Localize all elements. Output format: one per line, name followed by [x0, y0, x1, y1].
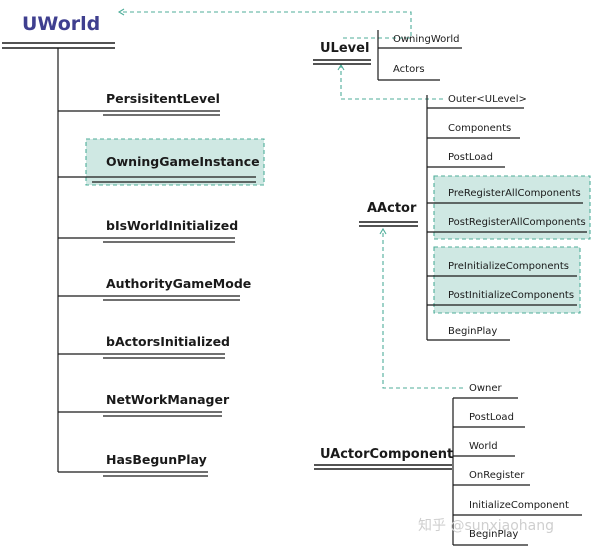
uactorcomponent-title: UActorComponent: [320, 447, 453, 462]
aactor-member-postload: PostLoad: [448, 152, 493, 163]
arrow-aactor-head: [379, 227, 387, 235]
highlight-register-components: [433, 175, 591, 240]
link-owner-to-aactor: [382, 230, 463, 389]
link-ulevel-to-uworld: [120, 11, 412, 39]
uworld-member-network-manager: NetWorkManager: [106, 392, 230, 407]
uworld-title: UWorld: [22, 13, 100, 35]
aactor-member-pre-register: PreRegisterAllComponents: [448, 188, 581, 199]
uworld-member-persisitent-level: PersisitentLevel: [106, 91, 220, 106]
aactor-member-post-initialize: PostInitializeComponents: [448, 290, 574, 301]
uactorcomponent-member-world: World: [469, 441, 498, 452]
uworld-member-bactors-initialized: bActorsInitialized: [106, 334, 230, 349]
uworld-member-owning-game-instance: OwningGameInstance: [106, 154, 260, 169]
uactorcomponent-member-initialize-component: InitializeComponent: [469, 500, 569, 511]
aactor-title: AActor: [367, 201, 417, 216]
aactor-member-pre-initialize: PreInitializeComponents: [448, 261, 569, 272]
uactorcomponent-member-onregister: OnRegister: [469, 470, 525, 481]
ulevel-member-owning-world: OwningWorld: [393, 34, 460, 45]
aactor-member-post-register: PostRegisterAllComponents: [448, 217, 586, 228]
ulevel-member-actors: Actors: [393, 64, 425, 75]
uactorcomponent-member-owner: Owner: [469, 383, 503, 394]
uworld-member-bis-world-initialized: bIsWorldInitialized: [106, 218, 238, 233]
uactorcomponent-member-postload: PostLoad: [469, 412, 514, 423]
aactor-member-components: Components: [448, 123, 511, 134]
arrow-ulevel-head: [337, 63, 345, 71]
uactorcomponent-member-beginplay: BeginPlay: [469, 529, 518, 540]
watermark-text: 知乎 @sunxiaohang: [418, 517, 554, 534]
ulevel-title: ULevel: [320, 41, 369, 56]
highlight-initialize-components: [433, 246, 581, 314]
arrow-uworld-head: [117, 8, 125, 16]
uworld-member-has-begun-play: HasBegunPlay: [106, 452, 207, 467]
link-aactor-outer-to-ulevel: [340, 66, 443, 100]
uworld-member-authority-game-mode: AuthorityGameMode: [106, 276, 251, 291]
aactor-member-outer: Outer<ULevel>: [448, 94, 527, 105]
aactor-member-beginplay: BeginPlay: [448, 326, 497, 337]
